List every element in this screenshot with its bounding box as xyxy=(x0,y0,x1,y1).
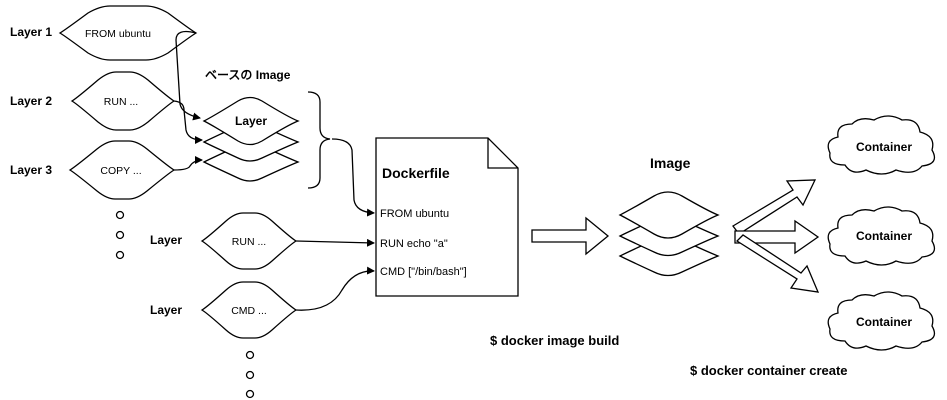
arrow-run-to-dockerfile xyxy=(295,238,375,247)
base-image-stack: Layer xyxy=(202,96,300,182)
layer-2-label: Layer 2 xyxy=(10,94,52,108)
layer-1-label: Layer 1 xyxy=(10,25,52,39)
stack-layer-label: Layer xyxy=(235,114,267,128)
extra-layer-cmd-label: Layer xyxy=(150,303,182,317)
extra-layer-cmd-row: Layer CMD ... xyxy=(150,281,298,339)
extra-layer-run-label: Layer xyxy=(150,233,182,247)
container-3-label: Container xyxy=(856,315,912,329)
container-1-cloud xyxy=(827,115,936,175)
layer-3-instruction: COPY ... xyxy=(100,165,141,177)
arrow-layer2-to-stack xyxy=(173,100,203,144)
layer-2-instruction: RUN ... xyxy=(104,96,138,108)
base-image-caption: ベースの Image xyxy=(205,68,291,82)
container-1: Container xyxy=(827,115,936,175)
dockerfile-line-1: FROM ubuntu xyxy=(380,208,449,220)
create-arrow-top xyxy=(732,179,817,235)
arrow-cmd-to-dockerfile xyxy=(295,266,375,311)
arrow-layer3-to-stack xyxy=(173,156,203,171)
container-3-cloud xyxy=(827,291,936,351)
container-1-label: Container xyxy=(856,140,912,154)
create-command: $ docker container create xyxy=(690,363,848,378)
dockerfile-line-2: RUN echo "a" xyxy=(380,238,448,250)
arrow-brace-to-from xyxy=(331,138,375,217)
dockerfile-title: Dockerfile xyxy=(382,165,450,181)
dot xyxy=(245,389,255,399)
continuation-dots-bottom xyxy=(245,350,255,399)
dot xyxy=(115,250,125,260)
extra-layer-cmd-instruction: CMD ... xyxy=(231,305,267,317)
extra-layer-run-row: Layer RUN ... xyxy=(150,212,298,270)
dockerfile-line-3: CMD ["/bin/bash"] xyxy=(380,266,467,278)
dockerfile-page-fold xyxy=(487,138,518,169)
container-3: Container xyxy=(827,291,936,351)
dot xyxy=(245,370,255,380)
layer-3-label: Layer 3 xyxy=(10,163,52,177)
base-image-brace xyxy=(307,91,331,189)
dot xyxy=(115,210,125,220)
layer-3-row: Layer 3 COPY ... xyxy=(10,140,176,200)
arrow-layer1-to-stack xyxy=(175,30,201,121)
build-command: $ docker image build xyxy=(490,333,619,348)
dockerfile-document: Dockerfile FROM ubuntu RUN echo "a" CMD … xyxy=(375,137,519,297)
container-2: Container xyxy=(827,206,936,266)
image-stack xyxy=(618,191,720,277)
container-2-label: Container xyxy=(856,229,912,243)
dockerfile-page xyxy=(375,137,519,297)
build-arrow xyxy=(531,216,610,256)
stack-layer-top xyxy=(202,96,300,146)
extra-layer-run-instruction: RUN ... xyxy=(232,236,266,248)
layer-2-row: Layer 2 RUN ... xyxy=(10,71,176,131)
dot xyxy=(115,230,125,240)
create-arrow-bottom xyxy=(735,234,820,293)
layer-1-instruction: FROM ubuntu xyxy=(85,28,151,40)
layer-1-row: Layer 1 FROM ubuntu xyxy=(10,5,198,61)
dot xyxy=(245,350,255,360)
continuation-dots-left xyxy=(115,210,125,260)
image-layer-top xyxy=(618,191,720,239)
image-title: Image xyxy=(650,155,691,171)
container-2-cloud xyxy=(827,206,936,266)
